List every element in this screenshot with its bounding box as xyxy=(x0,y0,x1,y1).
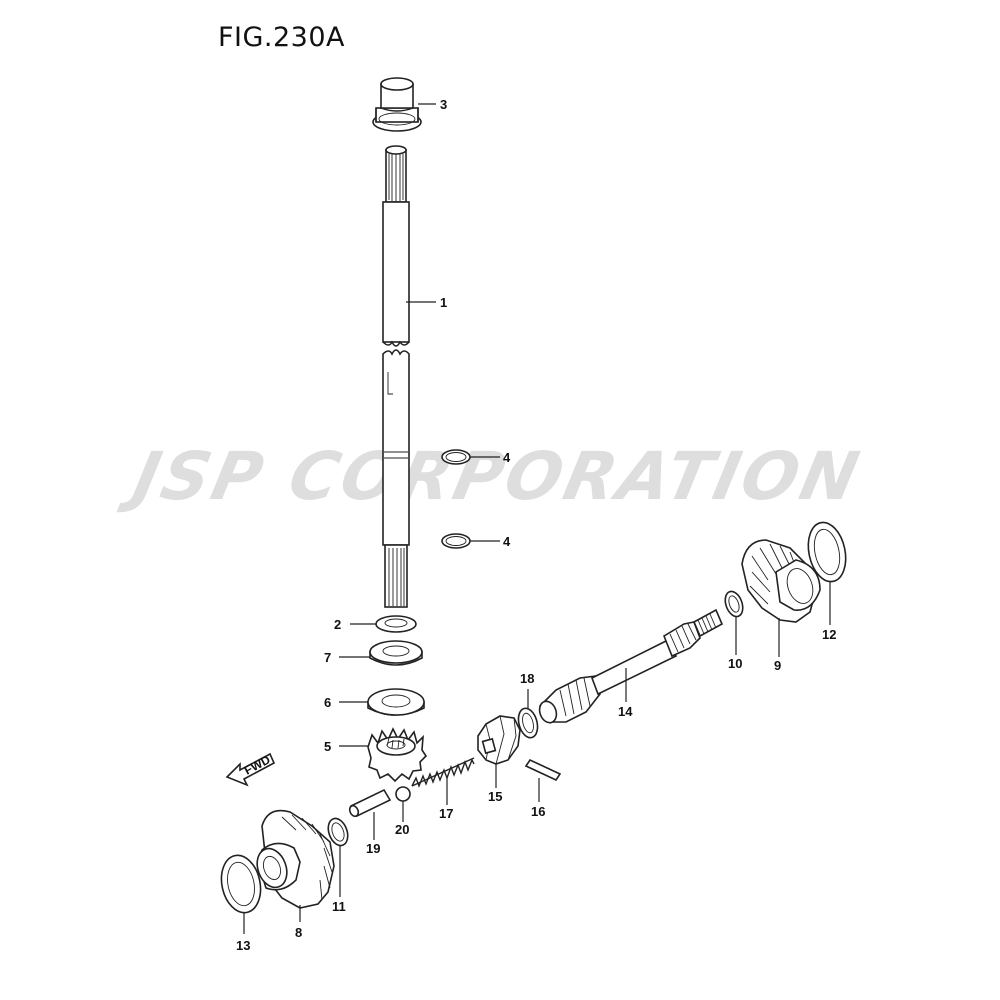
part-18-ring[interactable] xyxy=(515,706,540,740)
callout-11: 11 xyxy=(332,899,346,914)
part-4-ring-lower[interactable] xyxy=(441,533,471,549)
part-14-propeller-shaft[interactable] xyxy=(537,608,724,725)
part-5-pinion-gear[interactable] xyxy=(367,727,428,783)
part-17-spring[interactable] xyxy=(411,757,475,788)
part-7-shim[interactable] xyxy=(369,640,423,666)
figure-title: FIG.230A xyxy=(218,22,346,53)
callout-20: 20 xyxy=(395,822,409,837)
callout-4-lower: 4 xyxy=(503,534,511,549)
part-15-clutch-dog[interactable] xyxy=(477,715,521,765)
callout-numbers: 3 1 4 4 2 7 6 5 8 13 11 19 20 17 15 16 1… xyxy=(236,97,836,953)
callout-15: 15 xyxy=(488,789,502,804)
callout-10: 10 xyxy=(728,656,742,671)
callout-18: 18 xyxy=(520,671,534,686)
part-13-shim-ring[interactable] xyxy=(216,852,265,917)
part-3-bushing[interactable] xyxy=(372,77,422,132)
fwd-direction-arrow: FWD xyxy=(225,752,276,787)
callout-2: 2 xyxy=(334,617,341,632)
callout-14: 14 xyxy=(618,704,633,719)
part-4-ring-upper[interactable] xyxy=(441,449,471,465)
part-9-reverse-gear[interactable] xyxy=(741,539,821,623)
part-12-shim-ring[interactable] xyxy=(803,519,851,585)
part-19-push-rod[interactable] xyxy=(348,788,392,818)
leader-lines xyxy=(243,103,831,934)
callout-1: 1 xyxy=(440,295,447,310)
part-11-ring[interactable] xyxy=(325,816,351,848)
part-16-cross-pin[interactable] xyxy=(524,758,562,782)
callout-7: 7 xyxy=(324,650,331,665)
part-6-thrust-washer[interactable] xyxy=(367,688,425,716)
callout-9: 9 xyxy=(774,658,781,673)
callout-13: 13 xyxy=(236,938,250,953)
callout-16: 16 xyxy=(531,804,545,819)
callout-6: 6 xyxy=(324,695,331,710)
part-2-washer[interactable] xyxy=(375,615,417,633)
callout-19: 19 xyxy=(366,841,380,856)
callout-17: 17 xyxy=(439,806,453,821)
callout-8: 8 xyxy=(295,925,302,940)
part-20-ball[interactable] xyxy=(395,786,411,802)
callout-4-upper: 4 xyxy=(503,450,511,465)
callout-5: 5 xyxy=(324,739,331,754)
callout-12: 12 xyxy=(822,627,836,642)
part-10-ring[interactable] xyxy=(722,589,746,619)
part-8-forward-gear[interactable] xyxy=(252,809,335,909)
part-1-drive-shaft[interactable] xyxy=(382,145,410,608)
callout-3: 3 xyxy=(440,97,447,112)
